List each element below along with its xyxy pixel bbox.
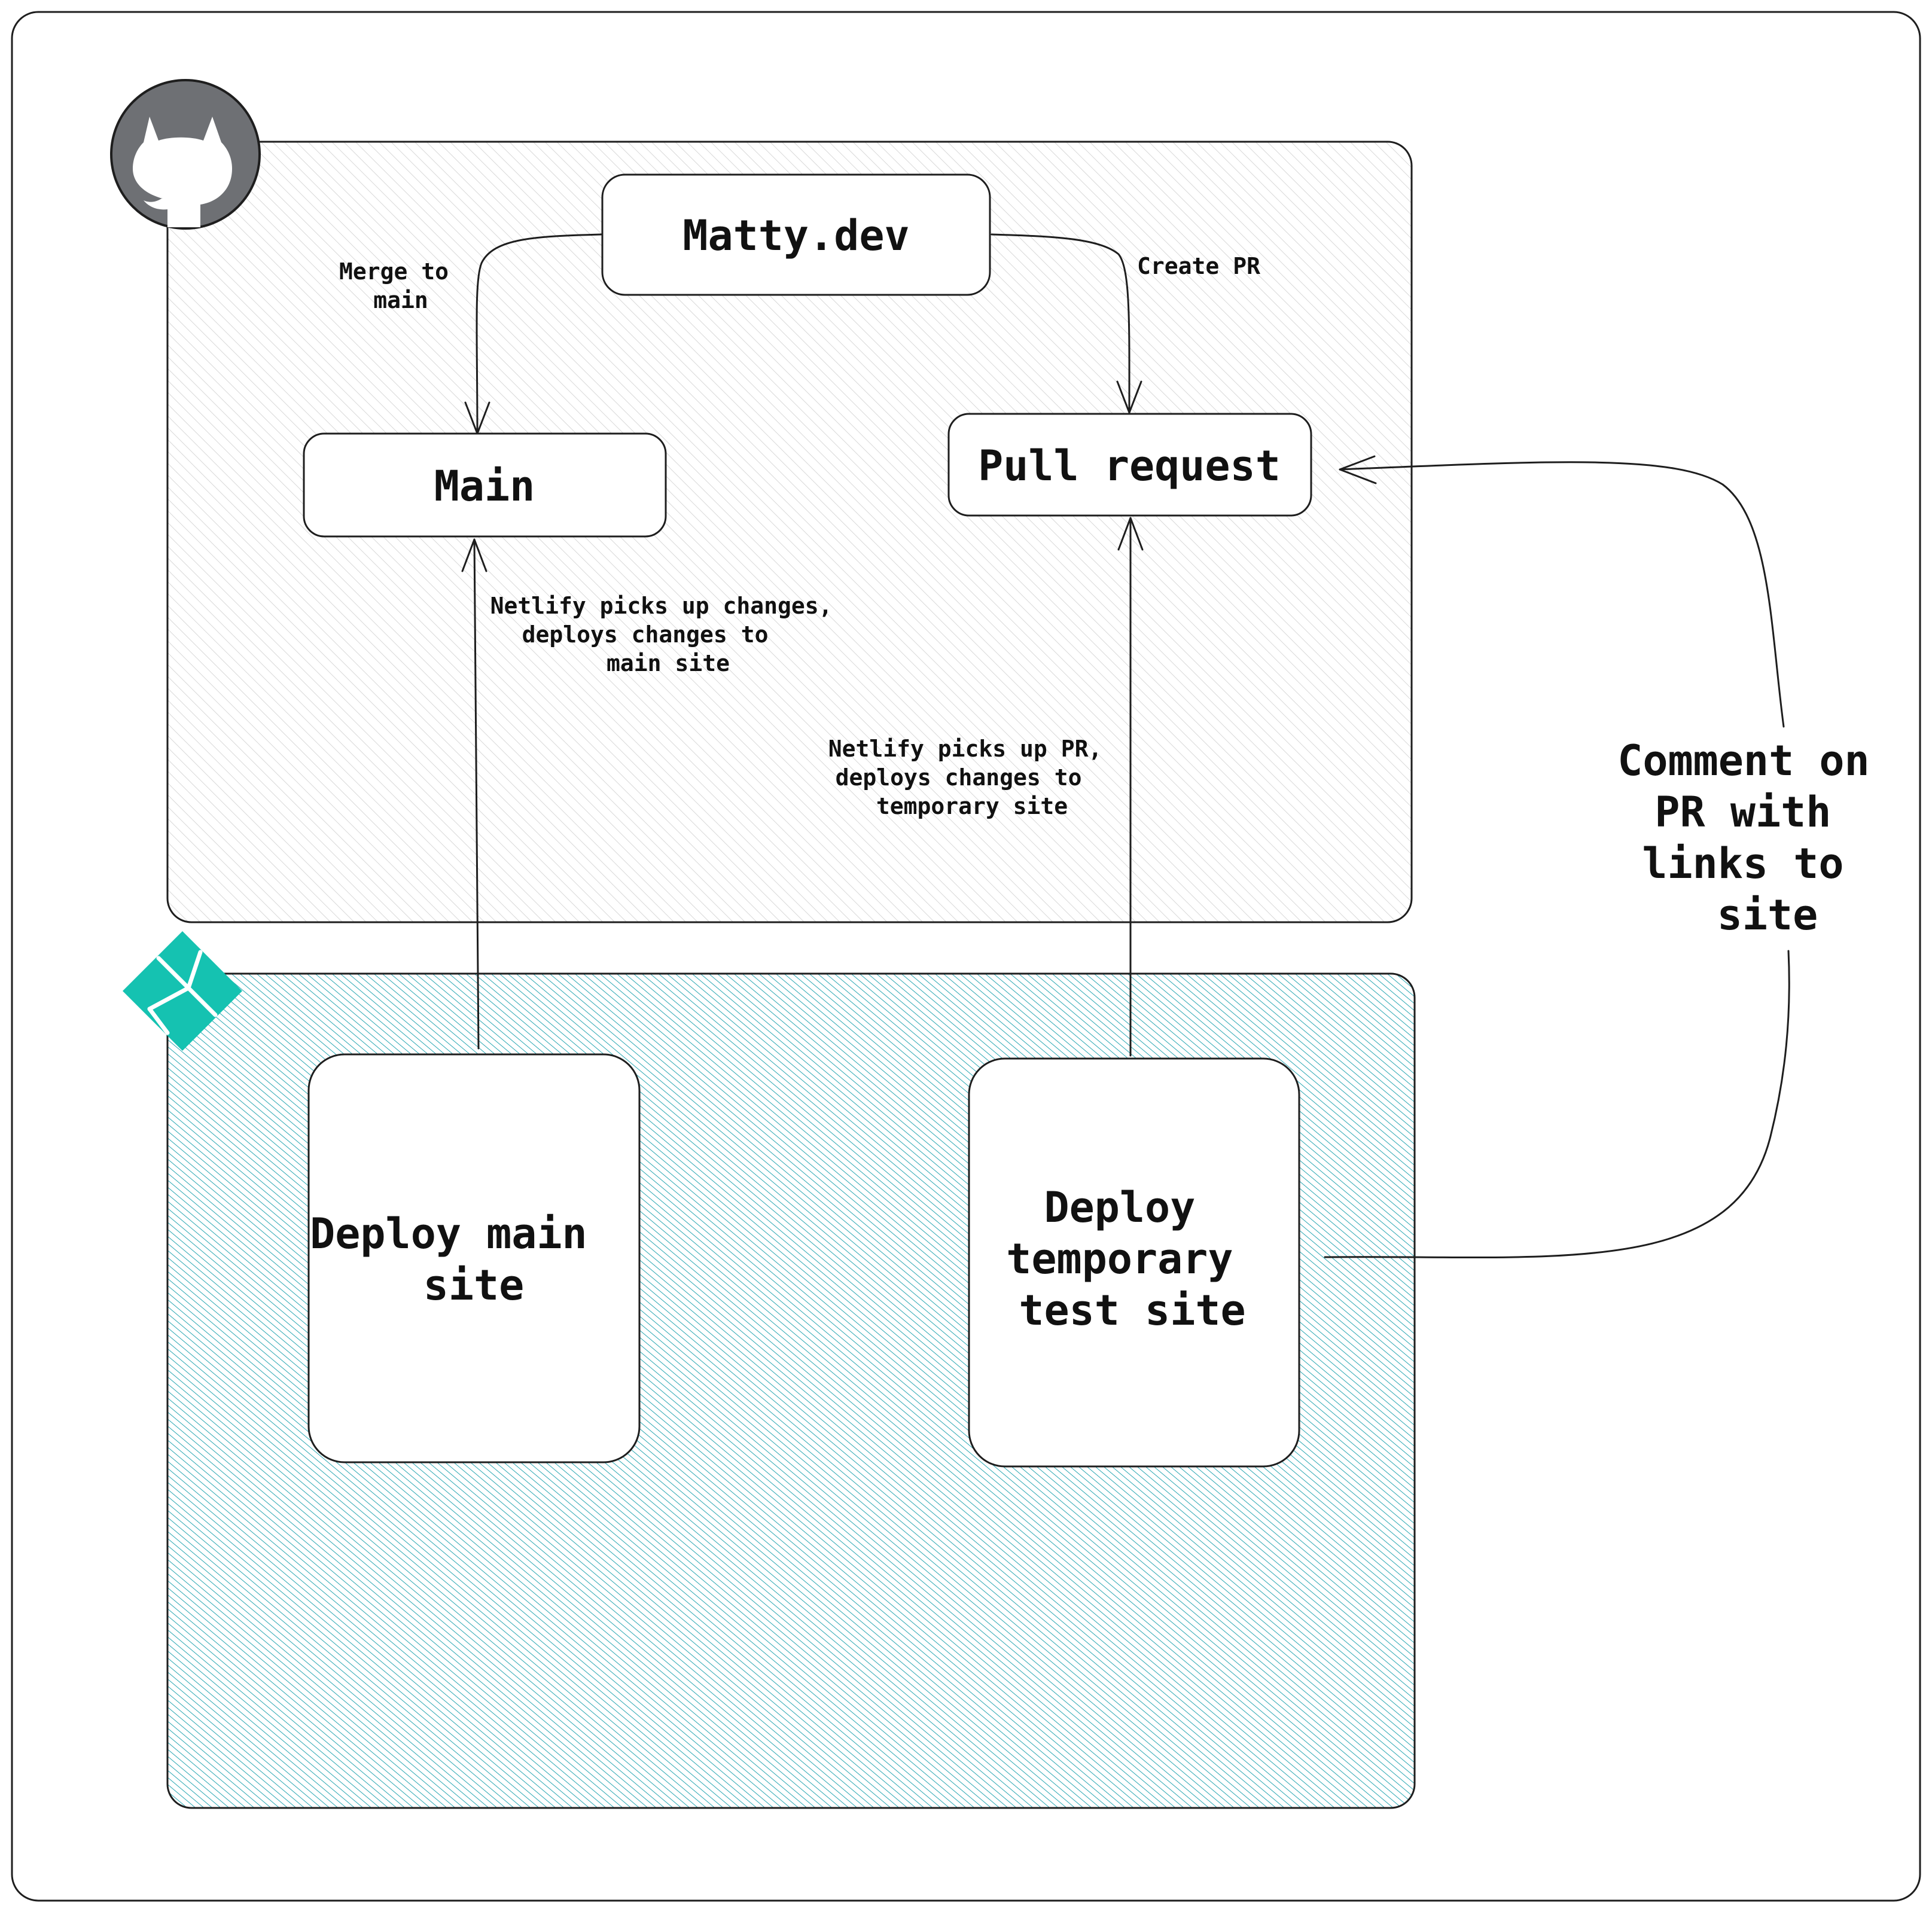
merge-to-main-arrow xyxy=(464,233,602,435)
deploy-main-label: Deploy main site xyxy=(310,1209,612,1310)
netlify-pr-label: Netlify picks up PR, deploys changes to … xyxy=(828,736,1116,819)
github-panel xyxy=(166,141,1413,923)
pull-request-node xyxy=(947,413,1312,517)
netlify-logo-icon xyxy=(123,931,242,1051)
deploy-temporary-label: Deploy temporary test site xyxy=(1006,1183,1258,1335)
github-octocat-icon xyxy=(110,79,261,230)
create-pr-arrow xyxy=(991,233,1142,414)
deploy-main-site-node xyxy=(307,1053,641,1463)
netlify-pr-arrow xyxy=(1117,517,1144,1057)
merge-to-main-label: Merge to main xyxy=(339,258,462,313)
comment-on-pr-label: Comment on PR with links to site xyxy=(1617,736,1895,940)
netlify-main-label: Netlify picks up changes, deploys change… xyxy=(490,593,846,676)
matty-dev-node xyxy=(601,173,991,296)
comment-on-pr-arrow xyxy=(1324,455,1790,1259)
main-branch-node xyxy=(303,432,667,538)
pull-request-label: Pull request xyxy=(978,441,1281,490)
main-label: Main xyxy=(434,462,535,511)
create-pr-label: Create PR xyxy=(1137,253,1260,279)
deploy-temporary-site-node xyxy=(968,1057,1300,1468)
outer-frame xyxy=(11,11,1921,1902)
netlify-main-arrow xyxy=(461,538,487,1050)
matty-dev-label: Matty.dev xyxy=(682,211,909,260)
